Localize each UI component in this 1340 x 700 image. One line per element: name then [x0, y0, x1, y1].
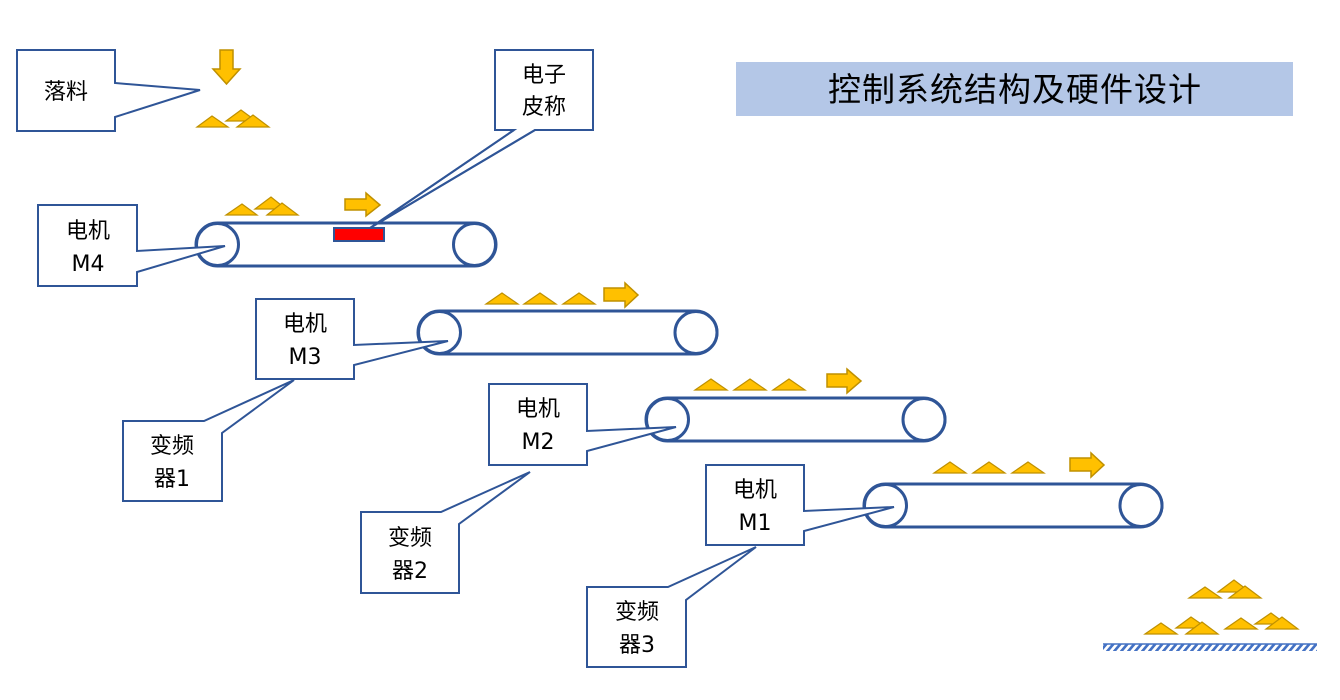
callout-vfd1: 变频 器1	[122, 379, 295, 502]
callout-motor4-line2: M4	[72, 252, 105, 277]
discharge-pile-icon	[1143, 579, 1300, 635]
drive-roller	[195, 222, 240, 267]
callout-scale-line1: 电子	[522, 63, 566, 88]
callout-vfd3: 变频 器3	[586, 546, 757, 668]
callout-feed-label: 落料	[44, 80, 88, 105]
arrow-right-icon	[603, 281, 640, 309]
callout-motor3-line2: M3	[289, 345, 322, 370]
drive-roller	[863, 483, 908, 528]
idler-roller	[1118, 483, 1164, 528]
callout-motor1-line2: M1	[739, 511, 772, 536]
callout-vfd2: 变频 器2	[360, 471, 531, 594]
conveyor-belt	[644, 396, 947, 443]
callout-motor3-shape	[255, 298, 449, 380]
conveyor-m3	[416, 281, 719, 356]
arrow-right-icon	[1069, 451, 1106, 479]
conveyor-m1	[862, 451, 1164, 529]
callout-feed: 落料	[16, 49, 201, 132]
material-pile-icon	[195, 109, 271, 128]
callout-motor4-line1: 电机	[66, 219, 110, 244]
callout-motor1: 电机 M1	[705, 464, 895, 546]
callout-scale-line2: 皮称	[522, 95, 566, 120]
callout-vfd3-line2: 器3	[619, 633, 655, 658]
material-pile-icon	[932, 461, 1046, 474]
callout-motor2: 电机 M2	[488, 383, 677, 466]
material-pile-icon	[224, 196, 300, 216]
callout-vfd1-line1: 变频	[150, 434, 194, 459]
callout-motor2-line1: 电机	[516, 397, 560, 422]
callout-motor1-shape	[705, 464, 895, 546]
page-title: 控制系统结构及硬件设计	[828, 70, 1202, 109]
callout-motor4: 电机 M4	[37, 204, 226, 287]
callout-vfd2-shape	[360, 471, 531, 594]
callout-vfd2-line1: 变频	[388, 526, 432, 551]
material-pile-icon	[693, 378, 807, 391]
callout-motor4-shape	[37, 204, 226, 287]
callout-vfd1-line2: 器1	[154, 467, 190, 492]
callout-motor3-line1: 电机	[283, 312, 327, 337]
conveyor-m2	[644, 367, 947, 443]
callout-vfd3-shape	[586, 546, 757, 668]
conveyor-m4	[194, 191, 498, 268]
idler-roller	[673, 310, 719, 355]
callout-vfd2-line2: 器2	[392, 559, 428, 584]
title-background	[736, 62, 1293, 116]
callout-scale: 电子 皮称	[369, 49, 594, 229]
callout-motor1-line1: 电机	[733, 478, 777, 503]
callout-motor2-shape	[488, 383, 677, 466]
arrow-down-icon	[211, 49, 242, 86]
arrow-right-icon	[826, 367, 863, 395]
callout-feed-shape	[16, 49, 201, 132]
material-pile-icon	[484, 292, 597, 305]
callout-vfd1-shape	[122, 379, 295, 502]
conveyor-belt	[416, 309, 719, 356]
arrow-right-icon	[344, 191, 382, 218]
conveyor-belt	[862, 482, 1164, 529]
idler-roller	[452, 222, 497, 267]
callout-vfd3-line1: 变频	[615, 600, 659, 625]
electronic-scale-sensor	[333, 227, 385, 242]
callout-motor3: 电机 M3	[255, 298, 449, 380]
idler-roller	[901, 397, 947, 442]
callout-scale-pointer	[369, 129, 536, 229]
title-banner: 控制系统结构及硬件设计	[736, 62, 1293, 116]
callout-motor2-line2: M2	[522, 430, 555, 455]
ground-hatch-icon	[1103, 644, 1317, 651]
